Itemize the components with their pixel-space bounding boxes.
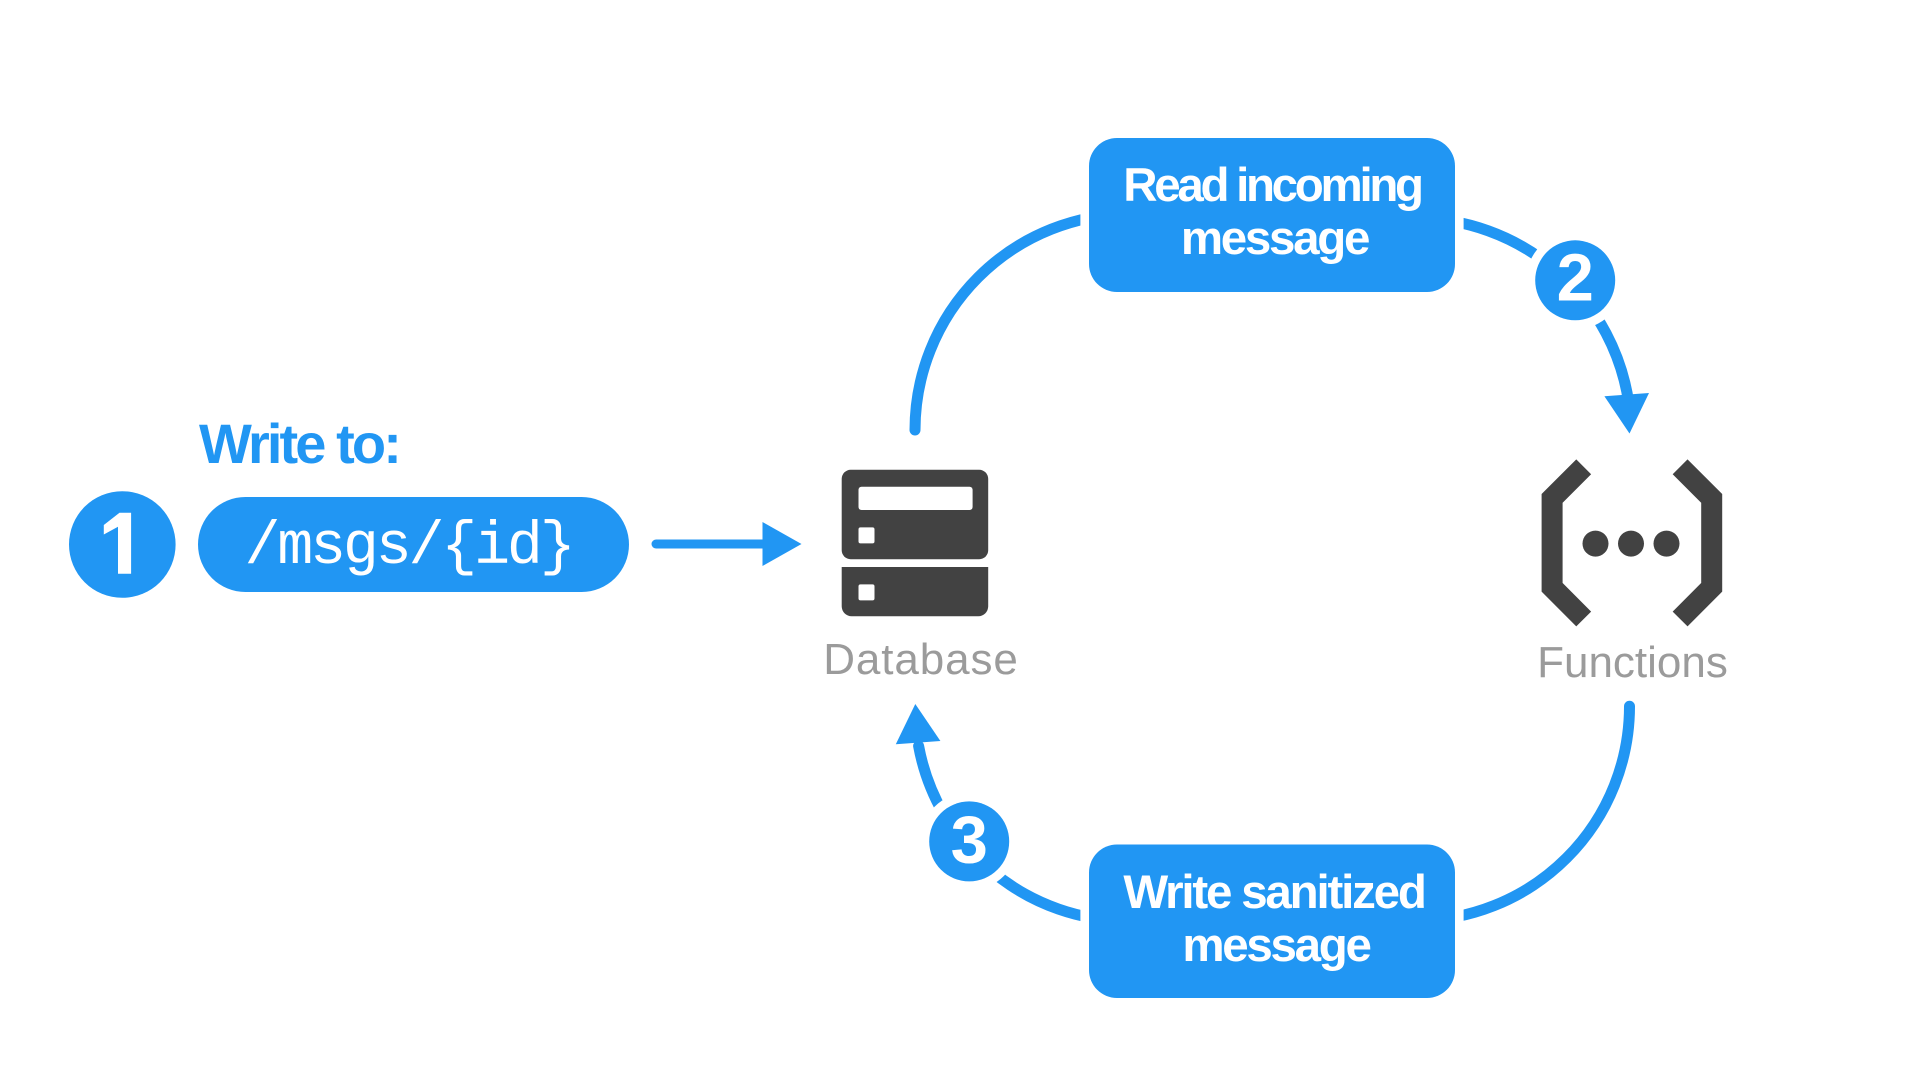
svg-text:Read incoming: Read incoming [1123,159,1421,212]
svg-text:message: message [1182,919,1370,972]
svg-text:Database: Database [823,635,1019,684]
svg-text:Write to:: Write to: [199,412,399,475]
svg-text:Write sanitized: Write sanitized [1123,866,1424,919]
svg-text:/msgs/{id}: /msgs/{id} [244,514,572,582]
svg-text:message: message [1181,212,1369,265]
svg-text:3: 3 [951,803,988,878]
svg-text:Functions: Functions [1537,638,1728,687]
svg-text:2: 2 [1557,241,1594,316]
